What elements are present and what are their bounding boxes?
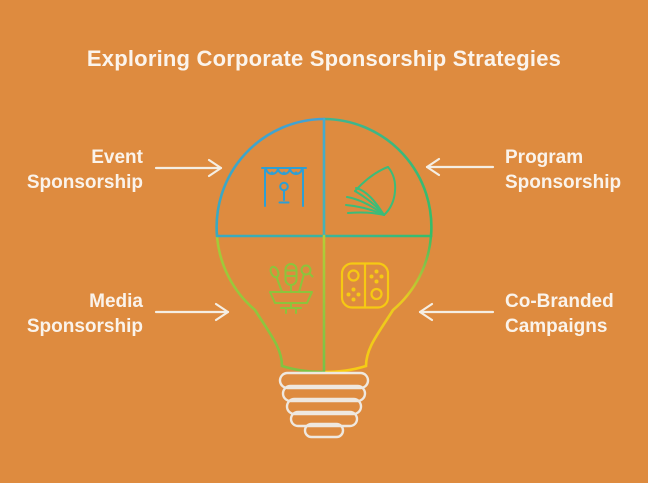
- label-line: Media: [89, 291, 143, 312]
- bulb-arc-top-left: [215, 117, 326, 238]
- label-line: Sponsorship: [26, 316, 143, 337]
- connector-arrows: [154, 157, 495, 322]
- label-media-sponsorship: Media Sponsorship: [0, 289, 143, 339]
- label-line: Event: [91, 147, 143, 168]
- arrow-right-icon: [154, 158, 223, 178]
- label-line: Sponsorship: [26, 172, 143, 193]
- bulb-side-bottom-left: [215, 234, 326, 374]
- arrow-right-icon: [154, 302, 230, 322]
- quadrant-dividers: [215, 117, 433, 373]
- label-program-sponsorship: Program Sponsorship: [505, 145, 648, 195]
- bulb-screw-base: [278, 371, 370, 439]
- bulb-side-bottom-right: [322, 234, 433, 374]
- stage-icon: [261, 167, 307, 207]
- label-line: Sponsorship: [505, 172, 622, 193]
- press-conference-icon: [269, 263, 314, 314]
- label-line: Campaigns: [505, 316, 608, 337]
- screw-thread: [285, 397, 363, 416]
- label-co-branded-campaigns: Co-Branded Campaigns: [505, 289, 648, 339]
- game-controller-icon: [340, 262, 390, 309]
- label-line: Program: [505, 147, 584, 168]
- arrow-left-icon: [425, 157, 495, 177]
- label-line: Co-Branded: [505, 291, 614, 312]
- screw-thread: [278, 371, 370, 390]
- bulb-arc-top-right: [322, 117, 433, 238]
- screw-thread: [281, 384, 367, 403]
- arrow-left-icon: [418, 302, 495, 322]
- open-book-icon: [345, 166, 396, 216]
- screw-tip: [303, 422, 345, 439]
- label-event-sponsorship: Event Sponsorship: [0, 145, 143, 195]
- screw-thread: [289, 410, 359, 428]
- lightbulb-outline: [215, 117, 433, 374]
- page-title: Exploring Corporate Sponsorship Strategi…: [86, 46, 562, 71]
